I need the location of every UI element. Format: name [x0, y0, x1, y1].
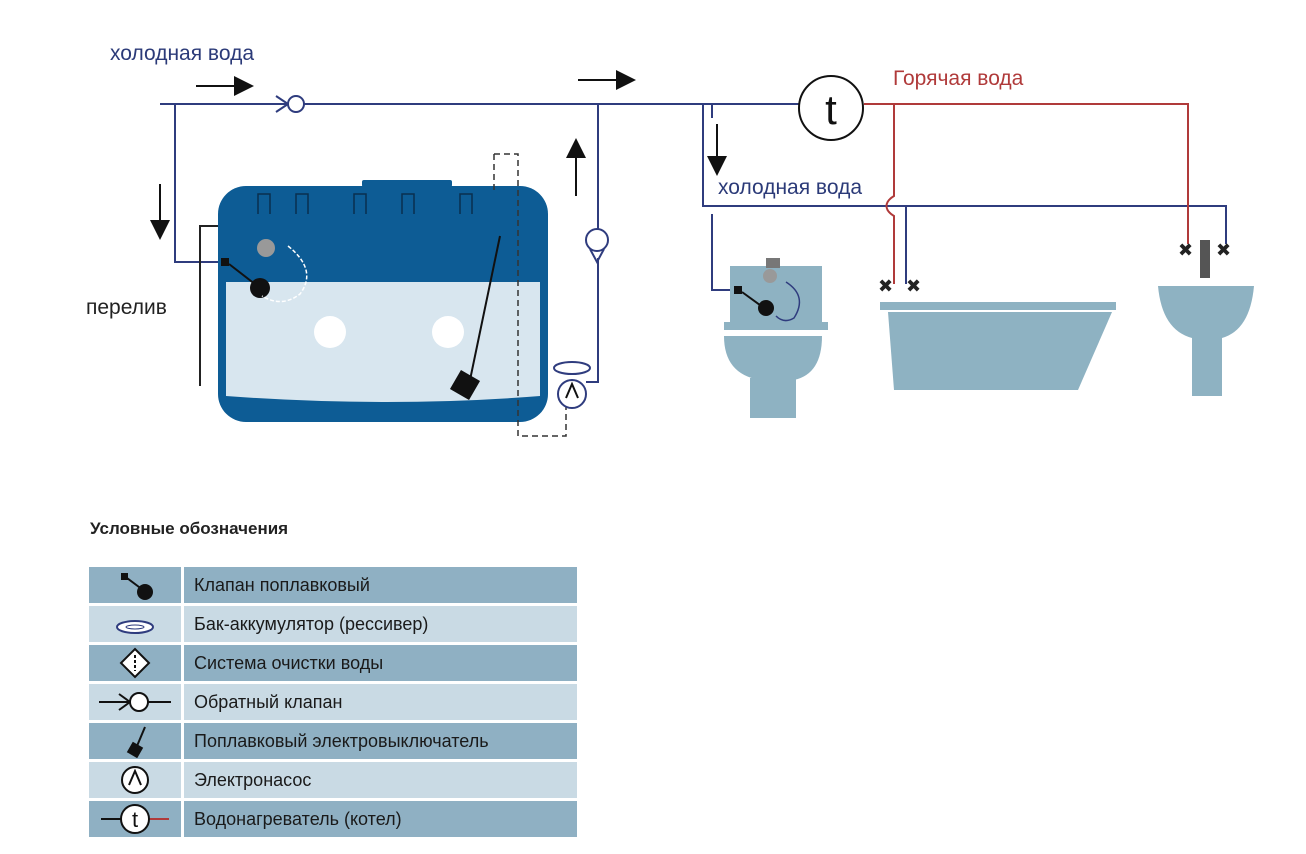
legend-label: Электронасос — [184, 762, 577, 798]
suction-pipe — [493, 153, 567, 437]
float-valve-icon — [221, 239, 308, 303]
water-heater-icon: t — [798, 75, 864, 141]
legend-label: Обратный клапан — [184, 684, 577, 720]
hot-water-label: Горячая вода — [893, 67, 1024, 90]
legend-item: Бак-аккумулятор (рессивер) — [89, 606, 577, 642]
legend-label: Водонагреватель (котел) — [184, 801, 577, 837]
accumulator-tank-icon — [89, 606, 181, 642]
hot-water-pipes — [864, 103, 1189, 284]
check-valve-icon — [89, 684, 181, 720]
electric-pump-icon — [557, 379, 587, 409]
electric-pump-icon — [89, 762, 181, 798]
toilet-fixture — [724, 258, 828, 418]
water-filter-icon — [585, 228, 609, 265]
water-heater-icon: t — [89, 801, 181, 837]
water-filter-icon — [89, 645, 181, 681]
sink-fixture: ✖ ✖ — [1158, 240, 1254, 396]
float-valve-icon — [89, 567, 181, 603]
legend-title: Условные обозначения — [90, 519, 289, 538]
svg-text:✖: ✖ — [1178, 240, 1193, 260]
legend-item: Электронасос — [89, 762, 577, 798]
storage-tank — [218, 180, 548, 422]
svg-text:✖: ✖ — [878, 276, 893, 296]
cold-water-label: холодная вода — [110, 42, 254, 65]
flow-arrows — [150, 70, 727, 240]
svg-text:✖: ✖ — [1216, 240, 1231, 260]
legend-item: Система очистки воды — [89, 645, 577, 681]
accumulator-tank-icon — [553, 361, 591, 375]
cold-water-pipes — [160, 103, 1227, 383]
overflow-label: перелив — [86, 296, 167, 319]
legend-item: t Водонагреватель (котел) — [89, 801, 577, 837]
cold-water-label-secondary: холодная вода — [718, 176, 862, 199]
legend: Клапан поплавковый Бак-аккумулятор (ресс… — [89, 567, 577, 840]
svg-text:✖: ✖ — [906, 276, 921, 296]
check-valve-icon — [275, 95, 305, 113]
float-switch-icon — [89, 723, 181, 759]
legend-item: Обратный клапан — [89, 684, 577, 720]
legend-label: Система очистки воды — [184, 645, 577, 681]
bathtub-fixture: ✖ ✖ — [878, 276, 1116, 390]
svg-text:t: t — [825, 86, 837, 133]
svg-text:t: t — [132, 807, 138, 832]
legend-item: Клапан поплавковый — [89, 567, 577, 603]
plumbing-scheme: t ✖ ✖ ✖ ✖ — [150, 70, 1254, 437]
float-switch-icon — [449, 235, 501, 401]
legend-label: Клапан поплавковый — [184, 567, 577, 603]
legend-item: Поплавковый электровыключатель — [89, 723, 577, 759]
legend-label: Поплавковый электровыключатель — [184, 723, 577, 759]
legend-label: Бак-аккумулятор (рессивер) — [184, 606, 577, 642]
